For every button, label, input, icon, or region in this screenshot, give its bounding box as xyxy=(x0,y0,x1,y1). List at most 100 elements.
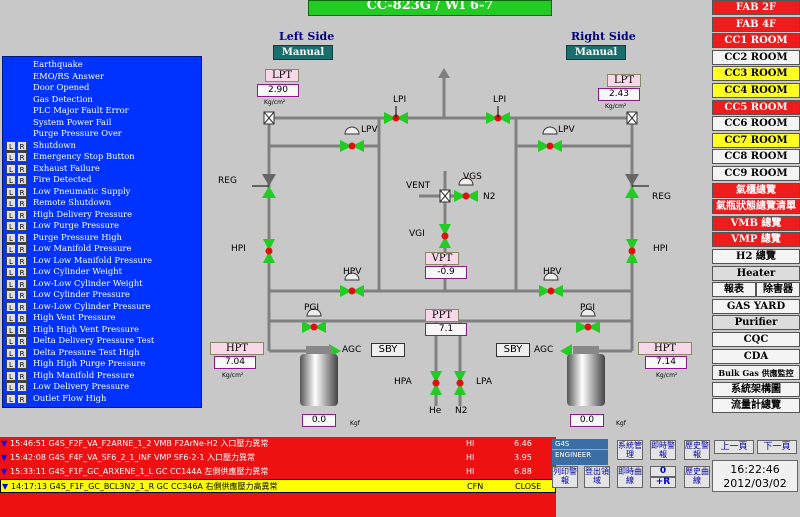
alarm-right-indicator: R xyxy=(17,163,27,174)
prev-page-button[interactable]: 上一頁 xyxy=(714,440,754,454)
alarm-right-indicator: R xyxy=(17,140,27,151)
nav-item[interactable]: CC4 ROOM xyxy=(712,83,800,98)
event-row[interactable]: ▼15:42:08 G4S_F4F_VA_SF6_2_1_INF VMP SF6… xyxy=(0,451,556,465)
nav-item[interactable]: CDA xyxy=(712,348,800,364)
nav-item[interactable]: H2 總覽 xyxy=(712,249,800,264)
nav-item[interactable]: 氣櫃總覽 xyxy=(712,182,800,198)
alarm-left-indicator: L xyxy=(6,186,16,197)
hpi-right-label: HPI xyxy=(653,244,668,254)
plus-r-button[interactable]: +R xyxy=(650,477,676,488)
valve-vgs[interactable] xyxy=(454,177,478,202)
nav-item[interactable]: Heater xyxy=(712,265,800,281)
next-page-button[interactable]: 下一頁 xyxy=(757,440,797,454)
valve-hpa[interactable] xyxy=(430,371,442,395)
history-curve-button[interactable]: 歷史曲線 xyxy=(684,466,710,488)
event-marker-icon: ▼ xyxy=(1,467,8,476)
valve-hpi-left[interactable] xyxy=(263,239,275,263)
n2-purge-label: N2 xyxy=(455,406,468,416)
valve-lpi-left[interactable] xyxy=(384,106,408,124)
vpt-value: -0.9 xyxy=(425,266,467,279)
hpt-left-value: 7.04 xyxy=(214,356,256,369)
nav-item[interactable]: CC1 ROOM xyxy=(712,33,800,49)
alarm-left-indicator: L xyxy=(6,313,16,323)
event-row[interactable]: ▼15:33:11 G4S_F1F_GC_ARXENE_1_L GC CC144… xyxy=(0,465,556,479)
alarm-right-indicator: R xyxy=(17,324,27,335)
vgi-label: VGI xyxy=(409,229,425,239)
alarm-left-indicator: L xyxy=(6,393,16,404)
alarm-left-indicator: L xyxy=(6,209,16,220)
alarm-right-indicator: R xyxy=(17,313,27,323)
nav-report-button[interactable]: 報表 xyxy=(712,282,756,298)
alarm-left-indicator: L xyxy=(6,152,16,162)
lpv-left-label: LPV xyxy=(361,125,378,135)
instant-curve-button[interactable]: 即時曲線 xyxy=(617,466,643,488)
agc-right-label: AGC xyxy=(534,345,554,355)
nav-item[interactable]: FAB 2F xyxy=(712,0,800,15)
hpa-label: HPA xyxy=(394,377,412,387)
valve-hpi-right[interactable] xyxy=(626,239,638,263)
nav-item[interactable]: CC6 ROOM xyxy=(712,116,800,132)
event-msg: 15:33:11 G4S_F1F_GC_ARXENE_1_L GC CC144A… xyxy=(10,467,269,476)
zero-button[interactable]: 0 xyxy=(650,466,676,477)
alarm-label: Purge Pressure Over xyxy=(33,128,122,138)
nav-item[interactable]: Purifier xyxy=(712,315,800,331)
nav-item[interactable]: CC8 ROOM xyxy=(712,149,800,165)
alarm-right-indicator: R xyxy=(17,290,27,300)
nav-item[interactable]: FAB 4F xyxy=(712,16,800,32)
nav-item[interactable]: CC5 ROOM xyxy=(712,99,800,115)
nav-item[interactable]: CC7 ROOM xyxy=(712,132,800,148)
nav-item[interactable]: CC3 ROOM xyxy=(712,66,800,82)
nav-item[interactable]: VMP 總覽 xyxy=(712,232,800,248)
valve-vgi[interactable] xyxy=(439,224,451,248)
sby-right-button[interactable]: SBY xyxy=(496,343,530,357)
valve-pgi-left[interactable] xyxy=(302,308,326,333)
nav-item[interactable]: GAS YARD xyxy=(712,298,800,314)
alarm-label: High Delivery Pressure xyxy=(33,208,133,219)
system-manage-button[interactable]: 系統管理 xyxy=(617,440,643,460)
alarm-label: Gas Detection xyxy=(33,93,93,104)
valve-lpv-right[interactable] xyxy=(538,126,562,152)
event-code: HI xyxy=(466,467,475,476)
exit-system-button[interactable]: 登出領域 xyxy=(584,466,610,488)
right-manual-button[interactable]: Manual xyxy=(566,45,626,60)
alarm-right-indicator: R xyxy=(17,336,27,346)
nav-item[interactable]: 系統架構圖 xyxy=(712,381,800,397)
alarm-label: Remote Shutdown xyxy=(33,197,112,207)
sby-left-button[interactable]: SBY xyxy=(371,343,405,357)
valve-hpv-right[interactable] xyxy=(539,272,563,297)
print-alarm-button[interactable]: 列印警報 xyxy=(552,466,578,488)
nav-item[interactable]: CQC xyxy=(712,332,800,347)
event-row[interactable]: ▼15:46:51 G4S_F2F_VA_F2ARNE_1_2 VMB F2Ar… xyxy=(0,437,556,451)
history-alarm-button[interactable]: 歷史警報 xyxy=(684,440,710,460)
alarm-label: Low Low Manifold Pressure xyxy=(33,254,152,265)
event-row[interactable]: ▼14:17:13 G4S_F1F_GC_BCL3N2_1_R GC CC346… xyxy=(0,479,556,493)
instant-alarm-button[interactable]: 即時警報 xyxy=(650,440,676,460)
hpt-right-value: 7.14 xyxy=(645,356,687,369)
nav-item[interactable]: VMB 總覽 xyxy=(712,215,800,231)
nav-item[interactable]: CC9 ROOM xyxy=(712,166,800,181)
hpt-left-label: HPT xyxy=(210,342,264,355)
valve-hpv-left[interactable] xyxy=(340,272,364,297)
valve-lpa[interactable] xyxy=(454,371,466,395)
valve-pgi-right[interactable] xyxy=(576,308,600,333)
left-manual-button[interactable]: Manual xyxy=(273,45,333,60)
alarm-left-indicator: L xyxy=(6,232,16,243)
nav-item[interactable]: Bulk Gas 供應監控 xyxy=(712,365,800,381)
valve-lpi-right[interactable] xyxy=(486,106,510,124)
nav-item[interactable]: 流量計總覽 xyxy=(712,398,800,414)
alarm-label: Emergency Stop Button xyxy=(33,151,135,161)
valve-lpv-left[interactable] xyxy=(340,126,364,152)
nav-item[interactable]: 氣瓶狀態總覽清單 xyxy=(712,199,800,215)
nav-scrubber-button[interactable]: 除害器 xyxy=(756,282,800,298)
nav-item[interactable]: CC2 ROOM xyxy=(712,49,800,65)
alarm-right-indicator: R xyxy=(17,370,27,381)
alarm-right-indicator: R xyxy=(17,198,27,208)
